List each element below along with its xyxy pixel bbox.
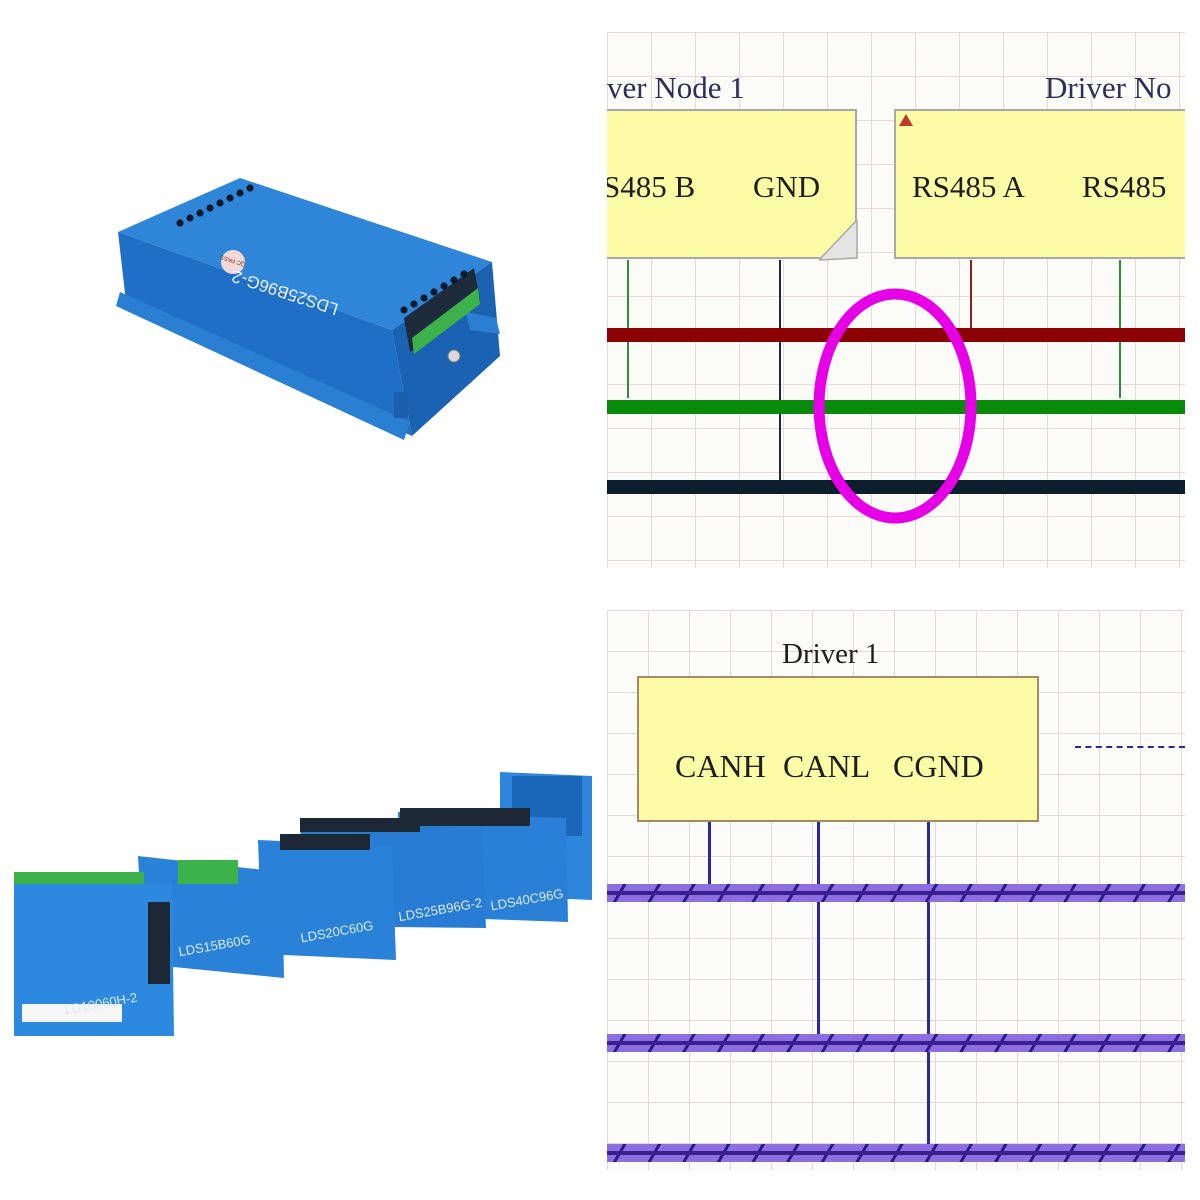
pin-label: RS485 A	[912, 169, 1025, 204]
bus-gnd	[607, 480, 1185, 494]
product-lineup-photo: LD10060H-2 LDS15B60G LDS20C60G LDS25B96G…	[0, 600, 600, 1200]
pin-label: CANL	[783, 748, 871, 784]
driver-lineup-illustration	[14, 772, 592, 1036]
driver-node-1: S485 B GND	[607, 109, 857, 259]
wire-canh	[708, 822, 711, 896]
pin-label: RS485	[1082, 169, 1167, 204]
rs485-wiring-diagram: ver Node 1 Driver No S485 B GND RS485 A …	[607, 32, 1185, 568]
driver-unit	[14, 872, 174, 1036]
wire-a	[970, 260, 972, 330]
node1-title: ver Node 1	[607, 70, 745, 105]
highlight-ellipse	[813, 288, 977, 524]
driver-box-illustration	[116, 178, 500, 440]
bus-rs485-a	[607, 328, 1185, 342]
can-wiring-diagram: Driver 1 CANH CANL CGND	[607, 610, 1185, 1170]
bus-rs485-b	[607, 400, 1185, 414]
driver-unit	[138, 856, 284, 978]
driver-unit	[258, 834, 396, 960]
wire-gnd	[779, 260, 781, 488]
bus-cgnd	[607, 1144, 1185, 1162]
product-photo-single: LDS25B96G-2 QC PASS	[0, 0, 600, 600]
pin-label: S485 B	[607, 169, 696, 204]
bus-canh	[607, 884, 1185, 902]
pin-label: CANH	[675, 748, 766, 784]
driver-node: CANH CANL CGND	[637, 676, 1039, 822]
pin-label: CGND	[893, 748, 984, 784]
driver-node-2: RS485 A RS485	[894, 109, 1185, 259]
wire-canl	[817, 822, 820, 1042]
page-curl-icon	[819, 220, 858, 261]
dashed-continuation	[1075, 746, 1185, 748]
driver-title: Driver 1	[782, 638, 880, 670]
warning-triangle-icon	[899, 114, 913, 126]
pin-label: GND	[753, 169, 821, 204]
wire-cgnd	[927, 822, 930, 1154]
node2-title: Driver No	[1045, 70, 1172, 105]
bus-canl	[607, 1034, 1185, 1052]
